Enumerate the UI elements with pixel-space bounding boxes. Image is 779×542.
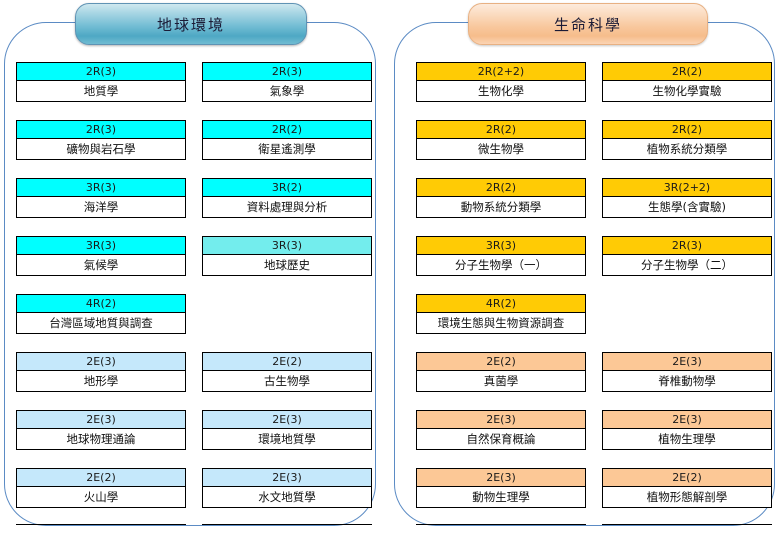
course-card[interactable]: 2E(3)植物生理學: [602, 410, 772, 450]
course-card-code: 4R(2): [17, 295, 185, 313]
course-card-name: 地球物理通論: [17, 429, 185, 449]
course-card-code: 2E(3): [603, 353, 771, 371]
course-card-code: 2R(2+2): [417, 63, 585, 81]
course-card-code: 3R(3): [417, 237, 585, 255]
course-card-code: 2E(3): [203, 411, 371, 429]
course-card-name: 植物形態解剖學: [603, 487, 771, 507]
course-card-code: 3R(3): [17, 179, 185, 197]
column-baseline-rule: [16, 524, 186, 525]
course-card[interactable]: 2R(2)衛星遙測學: [202, 120, 372, 160]
course-card[interactable]: 2E(3)環境地質學: [202, 410, 372, 450]
course-card[interactable]: 2R(2)動物系統分類學: [416, 178, 586, 218]
course-card-code: 2E(3): [17, 353, 185, 371]
course-card[interactable]: 2E(3)地球物理通論: [16, 410, 186, 450]
course-card[interactable]: 3R(2+2)生態學(含實驗): [602, 178, 772, 218]
course-card[interactable]: 2E(2)古生物學: [202, 352, 372, 392]
course-card-name: 衛星遙測學: [203, 139, 371, 159]
course-card-code: 2R(2): [203, 121, 371, 139]
course-card-name: 水文地質學: [203, 487, 371, 507]
course-card-name: 生物化學: [417, 81, 585, 101]
course-card-name: 自然保育概論: [417, 429, 585, 449]
course-card[interactable]: 2E(3)水文地質學: [202, 468, 372, 508]
course-card[interactable]: 4R(2)台灣區域地質與調查: [16, 294, 186, 334]
course-card-name: 礦物與岩石學: [17, 139, 185, 159]
course-card-name: 環境地質學: [203, 429, 371, 449]
course-card-code: 2R(3): [17, 63, 185, 81]
course-card[interactable]: 2E(3)動物生理學: [416, 468, 586, 508]
course-card-name: 植物生理學: [603, 429, 771, 449]
course-card-code: 2R(2): [603, 121, 771, 139]
course-card[interactable]: 2R(2)微生物學: [416, 120, 586, 160]
column-baseline-rule: [602, 524, 772, 525]
column-baseline-rule: [416, 524, 586, 525]
course-card[interactable]: 2E(2)真菌學: [416, 352, 586, 392]
panel-title-label: 地球環境: [156, 15, 225, 34]
course-card-name: 脊椎動物學: [603, 371, 771, 391]
course-card-name: 微生物學: [417, 139, 585, 159]
course-card-name: 地球歷史: [203, 255, 371, 275]
course-card-code: 4R(2): [417, 295, 585, 313]
course-card-code: 2E(2): [603, 469, 771, 487]
course-card-code: 2R(3): [603, 237, 771, 255]
column-baseline-rule: [202, 524, 372, 525]
course-card-code: 2E(2): [203, 353, 371, 371]
course-card-name: 火山學: [17, 487, 185, 507]
panel-title-life-science: 生命科學: [468, 3, 708, 45]
course-card-name: 動物生理學: [417, 487, 585, 507]
course-card-name: 真菌學: [417, 371, 585, 391]
course-card[interactable]: 2R(3)氣象學: [202, 62, 372, 102]
course-card-code: 2R(3): [203, 63, 371, 81]
course-card-code: 3R(3): [17, 237, 185, 255]
course-card-name: 資料處理與分析: [203, 197, 371, 217]
course-card[interactable]: 3R(3)分子生物學（一）: [416, 236, 586, 276]
course-card-name: 古生物學: [203, 371, 371, 391]
course-card-name: 海洋學: [17, 197, 185, 217]
course-card[interactable]: 2R(2)植物系統分類學: [602, 120, 772, 160]
course-card-name: 氣候學: [17, 255, 185, 275]
course-card-code: 2E(3): [417, 469, 585, 487]
course-card-code: 2E(3): [17, 411, 185, 429]
course-card[interactable]: 2R(2+2)生物化學: [416, 62, 586, 102]
course-card[interactable]: 2E(3)脊椎動物學: [602, 352, 772, 392]
course-card-name: 生態學(含實驗): [603, 197, 771, 217]
course-card-name: 環境生態與生物資源調查: [417, 313, 585, 333]
course-card-name: 動物系統分類學: [417, 197, 585, 217]
course-card-name: 植物系統分類學: [603, 139, 771, 159]
course-card[interactable]: 3R(3)海洋學: [16, 178, 186, 218]
course-card[interactable]: 2R(3)地質學: [16, 62, 186, 102]
course-card-name: 分子生物學（一）: [417, 255, 585, 275]
course-card-code: 2R(2): [417, 179, 585, 197]
course-card-code: 3R(2): [203, 179, 371, 197]
course-card-code: 2E(2): [17, 469, 185, 487]
course-card[interactable]: 2R(3)礦物與岩石學: [16, 120, 186, 160]
panel-title-earth-environment: 地球環境: [75, 3, 307, 45]
course-card[interactable]: 2E(3)自然保育概論: [416, 410, 586, 450]
course-card-name: 氣象學: [203, 81, 371, 101]
course-card[interactable]: 2E(2)植物形態解剖學: [602, 468, 772, 508]
panel-title-label: 生命科學: [553, 15, 622, 34]
course-card-name: 分子生物學（二）: [603, 255, 771, 275]
course-card[interactable]: 3R(2)資料處理與分析: [202, 178, 372, 218]
course-card-code: 2E(3): [603, 411, 771, 429]
course-card[interactable]: 4R(2)環境生態與生物資源調查: [416, 294, 586, 334]
course-card[interactable]: 2R(3)分子生物學（二）: [602, 236, 772, 276]
course-card[interactable]: 2E(3)地形學: [16, 352, 186, 392]
course-card[interactable]: 3R(3)地球歷史: [202, 236, 372, 276]
course-card-code: 3R(3): [203, 237, 371, 255]
course-card[interactable]: 2R(2)生物化學實驗: [602, 62, 772, 102]
course-card[interactable]: 2E(2)火山學: [16, 468, 186, 508]
course-card-code: 2R(2): [603, 63, 771, 81]
course-card-name: 地形學: [17, 371, 185, 391]
course-card-name: 生物化學實驗: [603, 81, 771, 101]
course-card-code: 2E(3): [417, 411, 585, 429]
course-card-name: 台灣區域地質與調查: [17, 313, 185, 333]
course-card-name: 地質學: [17, 81, 185, 101]
course-card-code: 2R(2): [417, 121, 585, 139]
course-card-code: 2R(3): [17, 121, 185, 139]
course-card-code: 2E(3): [203, 469, 371, 487]
course-card-code: 2E(2): [417, 353, 585, 371]
course-card-code: 3R(2+2): [603, 179, 771, 197]
course-card[interactable]: 3R(3)氣候學: [16, 236, 186, 276]
